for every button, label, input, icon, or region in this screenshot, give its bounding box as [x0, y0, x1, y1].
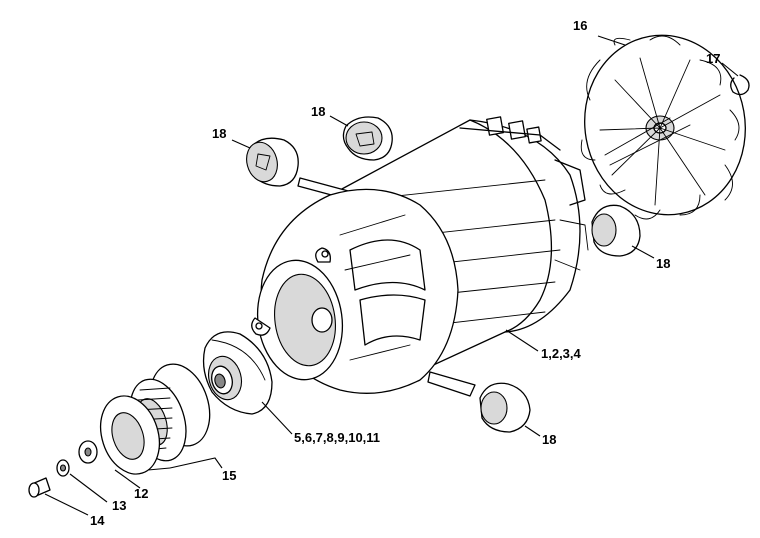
- washer: [56, 440, 98, 477]
- callout-damper-top-center: 18: [311, 104, 325, 119]
- leader-lines: [44, 35, 739, 516]
- rubber-damper-bottom: [479, 382, 531, 433]
- callout-bearing-race: 12: [134, 486, 148, 501]
- screw: [28, 477, 51, 498]
- front-housing: [251, 188, 459, 394]
- callout-screw: 14: [90, 513, 105, 528]
- bearing-race: [99, 395, 161, 475]
- callout-motor-stator: 1,2,3,4: [541, 346, 582, 361]
- fan: [580, 34, 746, 220]
- callout-thrust-bearing: 15: [222, 468, 236, 483]
- callout-damper-right: 18: [656, 256, 670, 271]
- callout-bearing-housing: 5,6,7,8,9,10,11: [294, 430, 380, 445]
- rubber-damper-right: [591, 204, 641, 257]
- callout-circlip: 17: [706, 51, 720, 66]
- callout-damper-bottom: 18: [542, 432, 556, 447]
- circlip: [730, 74, 750, 96]
- bearing-housing: [202, 331, 273, 415]
- callout-fan: 16: [573, 18, 587, 33]
- rubber-damper-top-left: [246, 137, 299, 187]
- rubber-damper-top-center: [342, 116, 393, 161]
- callout-damper-top-left: 18: [212, 126, 226, 141]
- callout-washer: 13: [112, 498, 126, 513]
